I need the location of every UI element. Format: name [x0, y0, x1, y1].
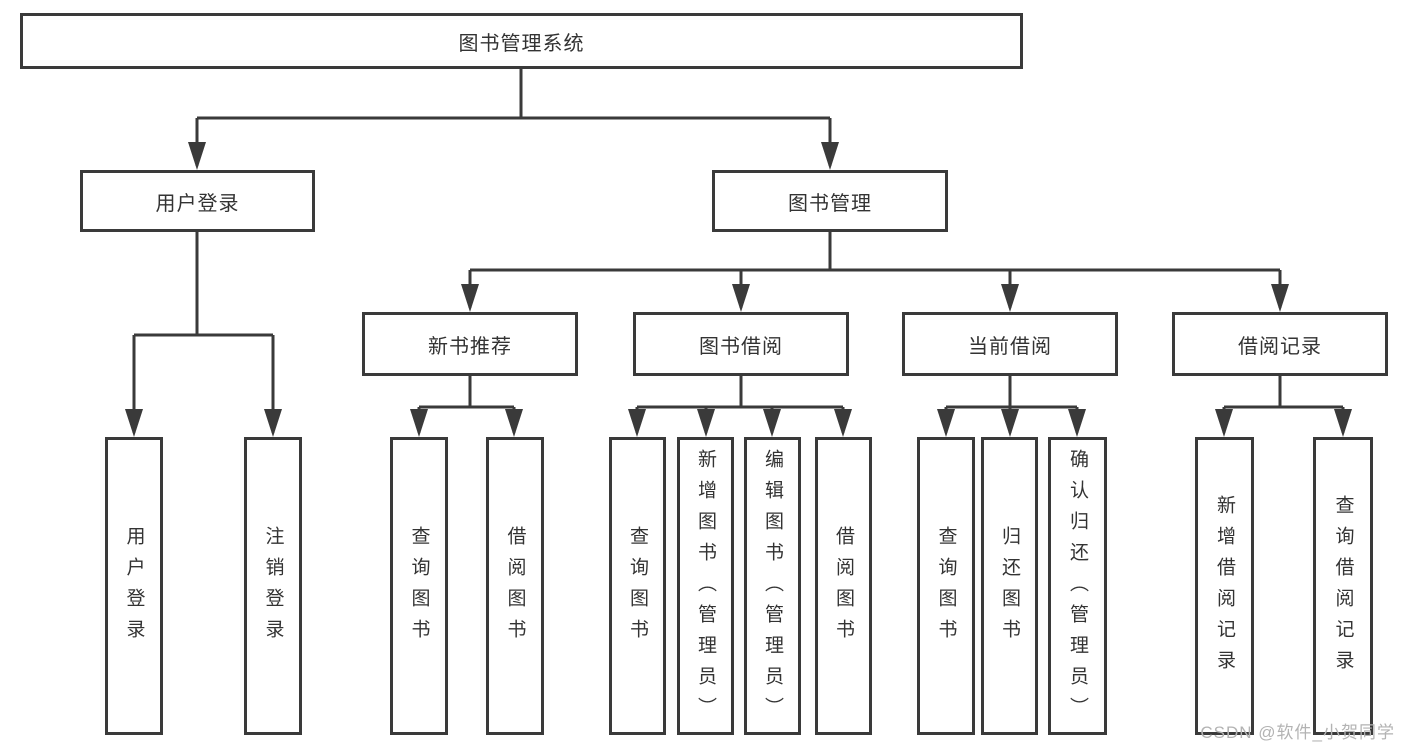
leaf-query-books-borrowing: 查询图书 — [609, 437, 666, 735]
arrowhead-icon — [937, 409, 955, 437]
tree-edges — [132, 69, 1345, 433]
leaf-add-books-admin: 新增图书（管理员） — [677, 437, 734, 735]
node-system-root: 图书管理系统 — [20, 13, 1023, 69]
leaf-user-login: 用户登录 — [105, 437, 163, 735]
arrowhead-icon — [763, 409, 781, 437]
node-user-login: 用户登录 — [80, 170, 315, 232]
arrowhead-icon — [732, 284, 750, 312]
leaf-query-books-current: 查询图书 — [917, 437, 975, 735]
node-book-management: 图书管理 — [712, 170, 948, 232]
arrowheads — [125, 142, 1352, 437]
arrowhead-icon — [1334, 409, 1352, 437]
leaf-query-books-recommend: 查询图书 — [390, 437, 448, 735]
leaf-confirm-return-admin: 确认归还（管理员） — [1048, 437, 1107, 735]
leaf-add-borrow-record: 新增借阅记录 — [1195, 437, 1254, 735]
arrowhead-icon — [125, 409, 143, 437]
node-book-borrowing: 图书借阅 — [633, 312, 849, 376]
arrowhead-icon — [1215, 409, 1233, 437]
arrowhead-icon — [1001, 409, 1019, 437]
arrowhead-icon — [821, 142, 839, 170]
arrowhead-icon — [1001, 284, 1019, 312]
node-new-book-recommend: 新书推荐 — [362, 312, 578, 376]
arrowhead-icon — [1068, 409, 1086, 437]
node-borrowing-records: 借阅记录 — [1172, 312, 1388, 376]
arrowhead-icon — [505, 409, 523, 437]
leaf-borrow-books-borrowing: 借阅图书 — [815, 437, 872, 735]
arrowhead-icon — [628, 409, 646, 437]
leaf-borrow-books-recommend: 借阅图书 — [486, 437, 544, 735]
node-current-borrowing: 当前借阅 — [902, 312, 1118, 376]
leaf-edit-books-admin: 编辑图书（管理员） — [744, 437, 801, 735]
arrowhead-icon — [410, 409, 428, 437]
arrowhead-icon — [1271, 284, 1289, 312]
arrowhead-icon — [188, 142, 206, 170]
csdn-watermark: CSDN @软件_小贺同学 — [1200, 723, 1395, 742]
arrowhead-icon — [834, 409, 852, 437]
arrowhead-icon — [461, 284, 479, 312]
arrowhead-icon — [264, 409, 282, 437]
leaf-query-borrow-record: 查询借阅记录 — [1313, 437, 1373, 735]
leaf-logout: 注销登录 — [244, 437, 302, 735]
arrowhead-icon — [697, 409, 715, 437]
leaf-return-books: 归还图书 — [981, 437, 1038, 735]
